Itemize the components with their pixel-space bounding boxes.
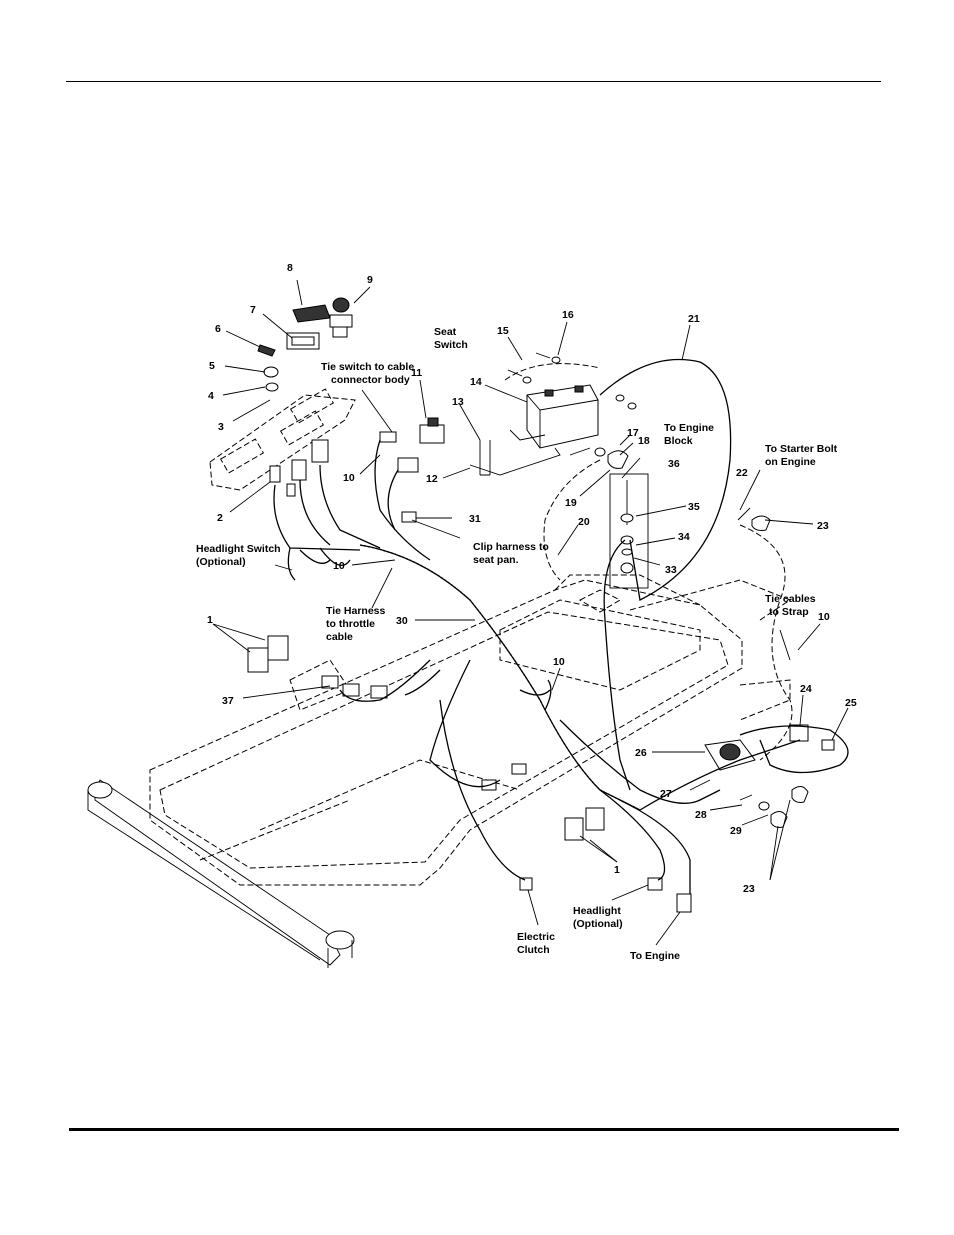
- part-number-2: 2: [217, 512, 223, 524]
- wires: [273, 358, 849, 894]
- top-rule: [66, 81, 881, 82]
- part-number-34: 34: [678, 531, 690, 543]
- part-number-35: 35: [688, 501, 700, 513]
- part-number-17: 17: [627, 427, 639, 439]
- plugs: [247, 635, 692, 913]
- part-number-10-center: 10: [553, 656, 565, 668]
- part-number-10-left: 10: [333, 560, 345, 572]
- part-numbers: 8 9 7 6 5 4 3 2 11 10 13 12 14 15 16 21 …: [207, 262, 857, 895]
- seat-switch: [397, 417, 445, 473]
- callout-electric-clutch: Electric Clutch: [517, 931, 558, 956]
- part-number-5: 5: [209, 360, 215, 372]
- callout-starter-bolt: To Starter Bolt on Engine: [765, 443, 840, 468]
- part-number-15: 15: [497, 325, 509, 337]
- part-number-1-left: 1: [207, 614, 213, 626]
- bottom-rule: [69, 1128, 899, 1131]
- callout-headlight: Headlight (Optional): [573, 905, 624, 930]
- control-panel: [209, 388, 356, 491]
- part-number-19: 19: [565, 497, 577, 509]
- part-number-25: 25: [845, 697, 857, 709]
- ground-bolt-assembly: [609, 473, 649, 589]
- part-number-37: 37: [222, 695, 234, 707]
- part-number-36: 36: [668, 458, 680, 470]
- part-number-6: 6: [215, 323, 221, 335]
- part-number-33: 33: [665, 564, 677, 576]
- part-number-29: 29: [730, 825, 742, 837]
- plate-8: [292, 304, 331, 323]
- part-number-20: 20: [578, 516, 590, 528]
- callout-clip-harness: Clip harness to seat pan.: [473, 541, 552, 566]
- pto-switch-9: [329, 314, 353, 328]
- part-number-21: 21: [688, 313, 700, 325]
- part-number-26: 26: [635, 747, 647, 759]
- clip-31: [401, 511, 417, 523]
- part-number-23-top: 23: [817, 520, 829, 532]
- part-number-12: 12: [426, 473, 438, 485]
- part-number-30: 30: [396, 615, 408, 627]
- front-axle: [87, 779, 355, 968]
- part-number-24: 24: [800, 683, 812, 695]
- callout-engine-block: To Engine Block: [664, 422, 717, 447]
- part-number-10-top: 10: [343, 472, 355, 484]
- part-number-1-right: 1: [614, 864, 620, 876]
- part-number-28: 28: [695, 809, 707, 821]
- part-number-22: 22: [736, 467, 748, 479]
- part-number-14: 14: [470, 376, 482, 388]
- callout-to-engine: To Engine: [630, 950, 680, 962]
- callout-tie-harness: Tie Harness to throttle cable: [326, 605, 388, 643]
- part-number-4: 4: [208, 390, 214, 402]
- battery: [469, 363, 601, 476]
- key-6: [257, 344, 276, 357]
- callout-seat-switch: Seat Switch: [434, 326, 468, 351]
- part-number-10-right: 10: [818, 611, 830, 623]
- callout-headlight-switch: Headlight Switch (Optional): [196, 543, 284, 568]
- part-number-16: 16: [562, 309, 574, 321]
- callout-tie-switch: Tie switch to cable connector body: [321, 361, 417, 386]
- part-number-11: 11: [411, 367, 422, 379]
- ignition-switch-2: [269, 465, 281, 483]
- mower-frame: [149, 574, 792, 886]
- part-number-31: 31: [469, 513, 481, 525]
- switch-parts: [257, 297, 353, 392]
- nut-5: [263, 366, 279, 378]
- part-number-13: 13: [452, 396, 464, 408]
- part-number-23-bottom: 23: [743, 883, 755, 895]
- part-number-7: 7: [250, 304, 256, 316]
- leader-lines: [212, 279, 849, 946]
- washer-4: [265, 382, 279, 392]
- harness-connectors: [269, 431, 417, 523]
- callouts: Seat Switch Tie switch to cable connecto…: [196, 326, 840, 962]
- part-number-9: 9: [367, 274, 373, 286]
- callout-tie-cables: Tie cables to Strap: [765, 593, 819, 618]
- part-number-8: 8: [287, 262, 293, 274]
- part-number-27: 27: [660, 788, 672, 800]
- part-number-3: 3: [218, 421, 224, 433]
- part-number-18: 18: [638, 435, 650, 447]
